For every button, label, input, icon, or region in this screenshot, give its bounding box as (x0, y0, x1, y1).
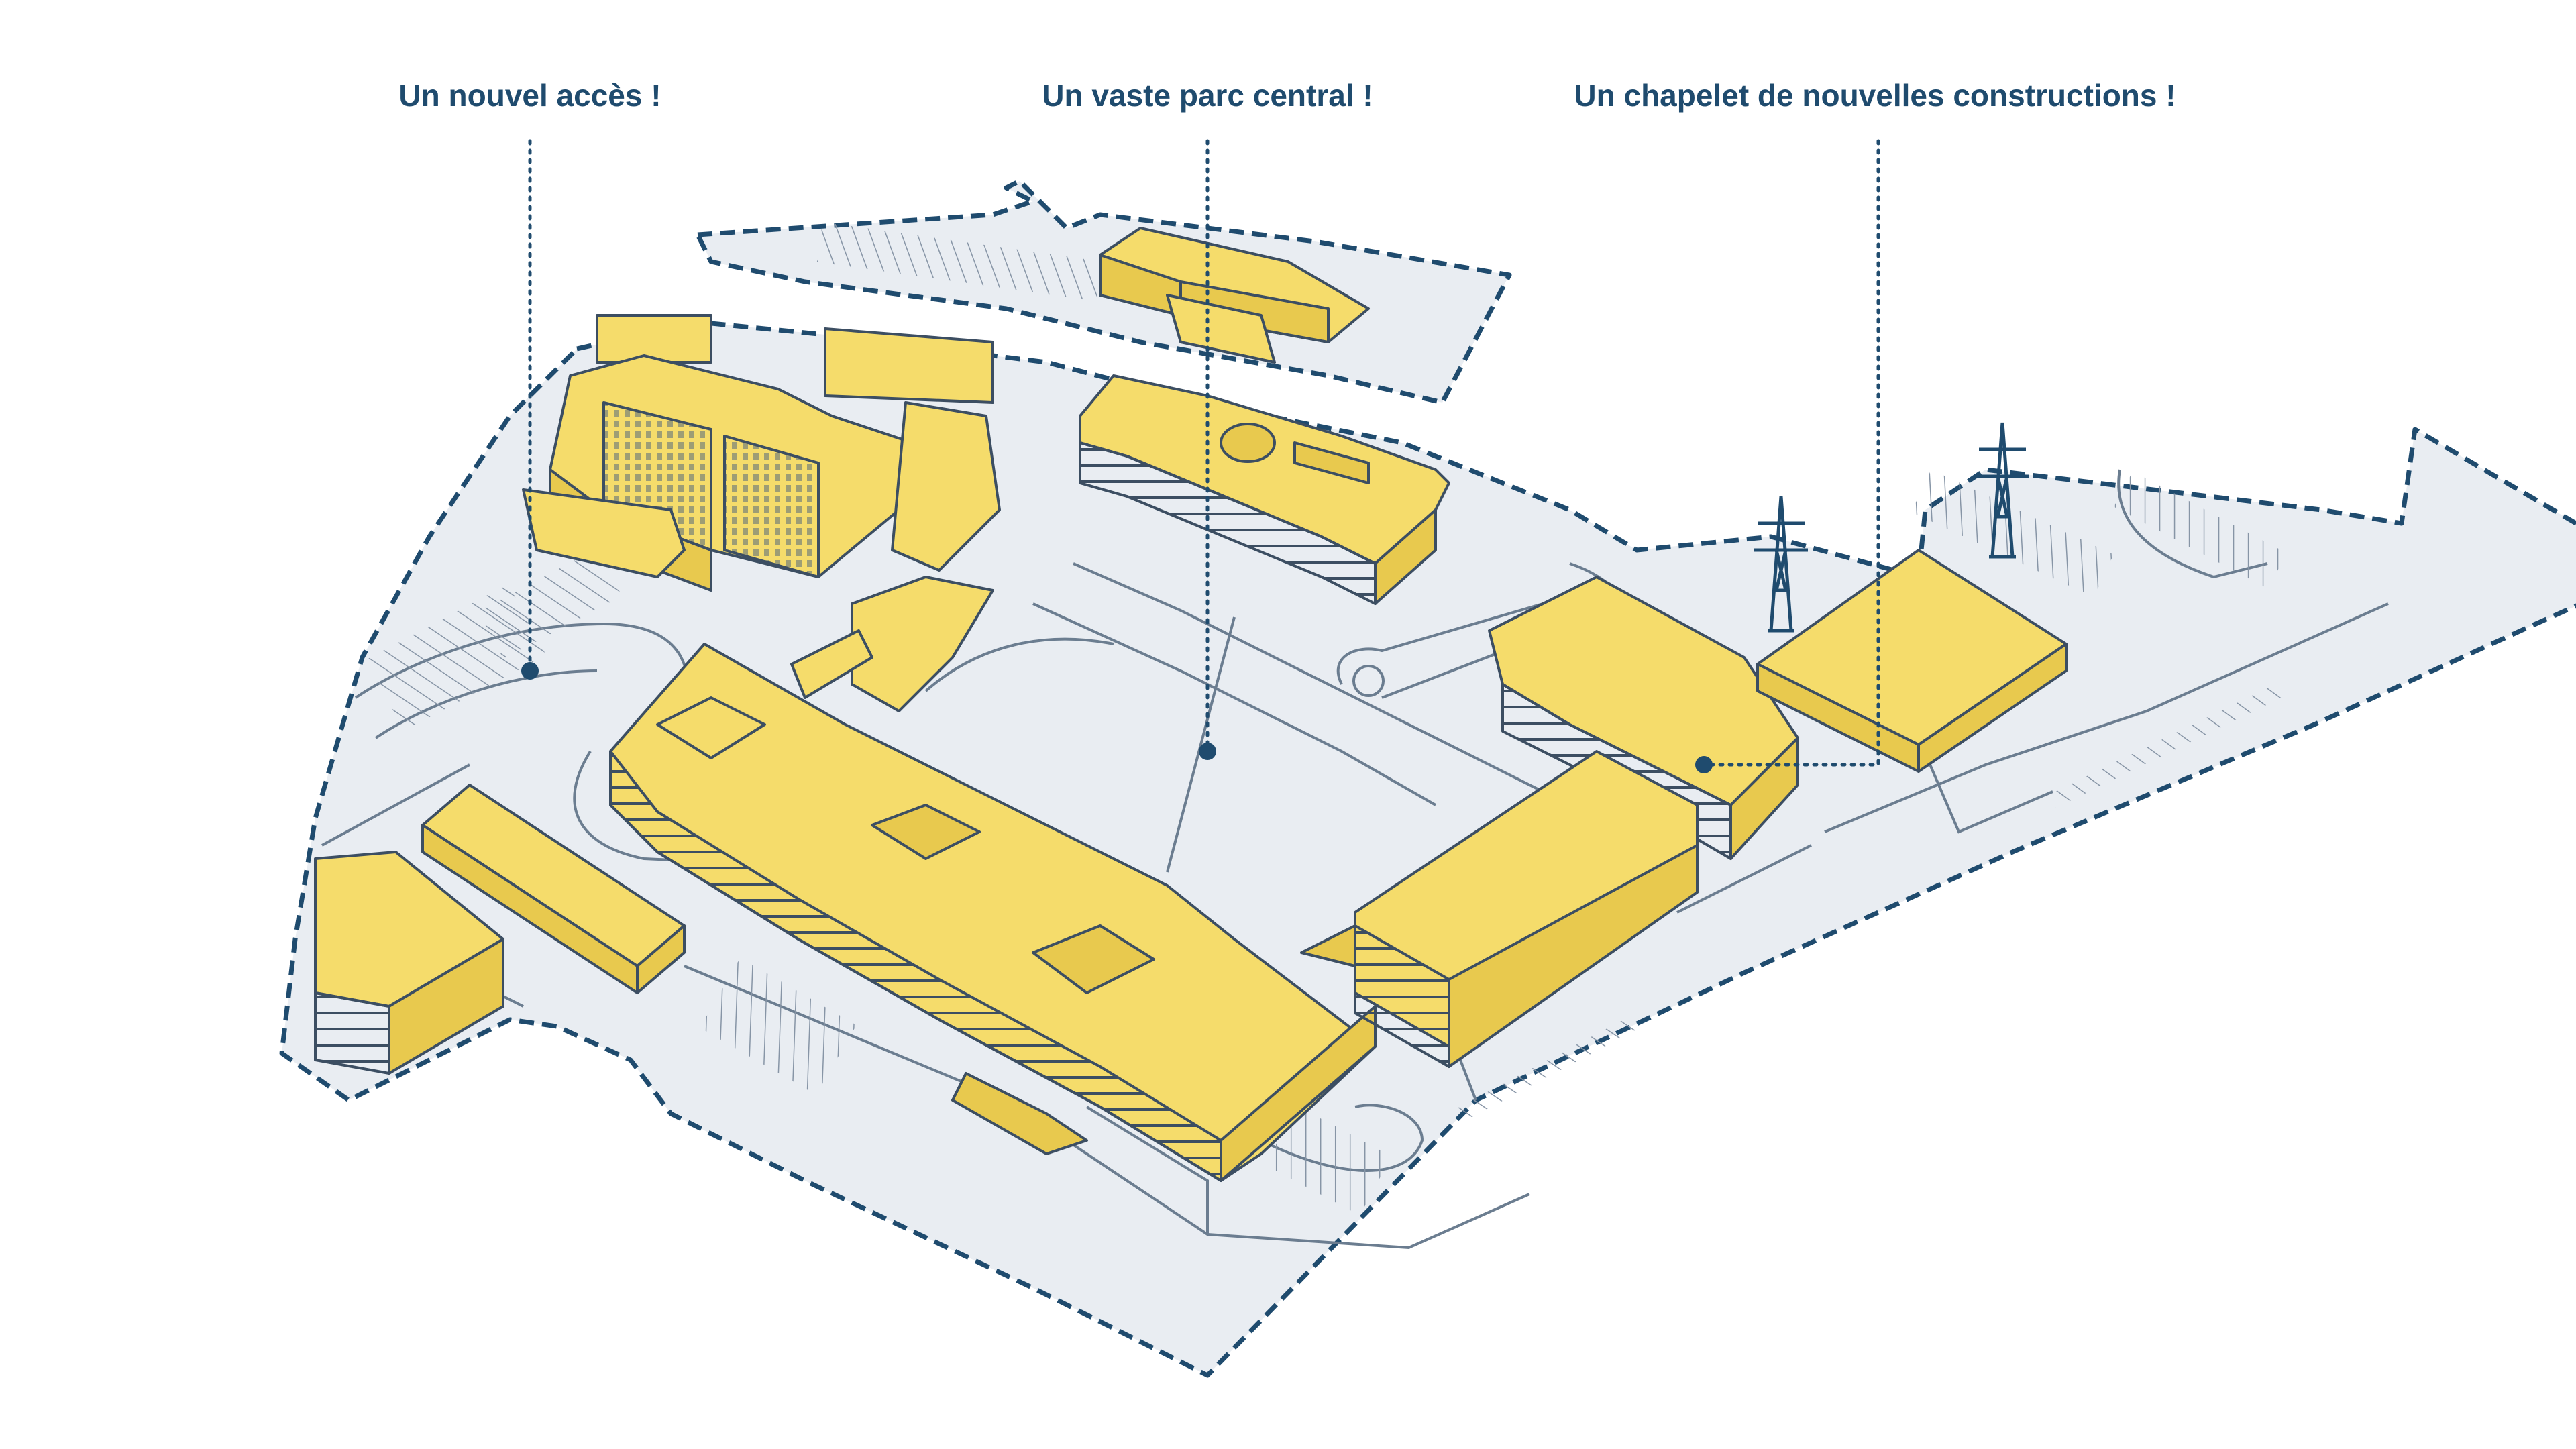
roundabout (1352, 665, 1385, 697)
north-office-building (1079, 374, 1450, 605)
callout-park-label: Un vaste parc central ! (1042, 78, 1373, 113)
pylon-icon (1754, 496, 1808, 633)
constructions-leader (1702, 139, 1880, 767)
pylon-icon (1976, 422, 2029, 559)
callout-leaders (528, 139, 1880, 767)
callout-markers (521, 662, 1713, 773)
buildings (314, 227, 2068, 1182)
entrance-building (421, 784, 686, 994)
main-site-plot (279, 319, 2576, 1378)
callout-access-label: Un nouvel accès ! (398, 78, 661, 113)
park-marker (1199, 743, 1216, 760)
access-marker (521, 662, 539, 680)
existing-hospital-cluster (522, 314, 1001, 712)
far-east-building (1756, 549, 2068, 773)
parking-lots (366, 222, 2287, 1216)
callout-constructions-label: Un chapelet de nouvelles constructions ! (1574, 78, 2176, 113)
east-slab-building (1300, 750, 1699, 1068)
main-hospital-building (609, 643, 1377, 1182)
pylons (1754, 422, 2029, 633)
constructions-marker (1695, 756, 1713, 773)
southwest-building (314, 851, 504, 1075)
north-building-group (1099, 227, 1370, 364)
